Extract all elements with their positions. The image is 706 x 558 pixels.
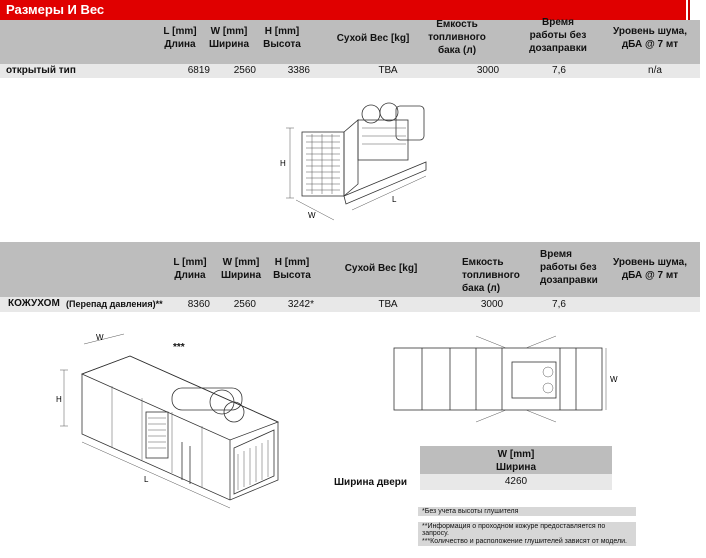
table2-row-width: 2560 <box>233 299 256 310</box>
table2-header-noise: Уровень шума, дБА @ 7 мт <box>613 257 687 281</box>
table2-row-height: 3242* <box>287 299 314 310</box>
footnote-2: **Информация о проходном кожуре предоста… <box>418 522 636 538</box>
table1-header-weight: Сухой Вес [kg] <box>336 33 410 44</box>
table2-header-runtime: Время работы без дозаправки <box>540 249 598 286</box>
table2-header-weight: Сухой Вес [kg] <box>344 263 418 274</box>
topview-w-label: W <box>610 375 618 384</box>
page-title: Размеры И Вес <box>6 2 105 17</box>
table1-header-width: W [mm] Ширина <box>208 26 250 50</box>
table2-row-length: 8360 <box>187 299 210 310</box>
drawing-h-label: H <box>280 159 286 168</box>
door-row <box>420 474 612 490</box>
table1-header-noise: Уровень шума, дБА @ 7 мт <box>613 26 687 50</box>
table2-row <box>0 297 700 312</box>
table2-row-label: КОЖУХОМ <box>8 298 60 309</box>
title-bar-edge <box>688 0 690 20</box>
drawing-l-label: L <box>392 195 397 204</box>
table2-header-width: W [mm] Ширина <box>220 257 262 281</box>
door-value: 4260 <box>504 476 528 487</box>
table2-row-runtime: 7,6 <box>552 299 566 310</box>
canopy-l-label: L <box>144 475 149 484</box>
door-header: W [mm] Ширина <box>495 449 537 473</box>
table2-row-weight: ТВА <box>378 299 398 310</box>
door-label: Ширина двери <box>334 477 408 488</box>
table1-row-label: открытый тип <box>6 65 76 76</box>
table1-row-noise: n/a <box>648 65 662 76</box>
table1-header-runtime: Время работы без дозаправки <box>529 17 587 54</box>
open-generator-drawing: H W L <box>280 102 427 221</box>
table1-row-tank: 3000 <box>476 65 500 76</box>
table1-header <box>0 20 700 64</box>
table2-header <box>0 242 700 297</box>
table1-row-height: 3386 <box>287 65 310 76</box>
table2-row-tank: 3000 <box>480 299 504 310</box>
footnote-3: ***Количество и расположение глушителей … <box>418 537 636 546</box>
title-bar <box>0 0 686 20</box>
table1-row-runtime: 7,6 <box>552 65 566 76</box>
canopy-top-view-drawing: W <box>393 335 618 423</box>
table1-row-length: 6819 <box>187 65 210 76</box>
table1-header-tank: Емкость топливного бака (л) <box>428 19 486 56</box>
canopy-h-label: H <box>56 395 62 404</box>
table1-row-weight: ТВА <box>378 65 398 76</box>
door-table-header <box>420 446 612 474</box>
canopy-generator-drawing: H W L <box>56 333 280 509</box>
canopy-w-label: W <box>96 333 104 342</box>
table1-header-length: L [mm] Длина <box>163 26 197 50</box>
table2-row-sublabel: (Перепад давления)** <box>66 299 163 309</box>
table1-row-width: 2560 <box>233 65 256 76</box>
table2-header-length: L [mm] Длина <box>173 257 207 281</box>
drawing-w-label: W <box>308 211 316 220</box>
silencer-note-mark: *** <box>173 342 185 353</box>
table1-row <box>0 64 700 78</box>
table2-header-height: H [mm] Высота <box>273 257 311 281</box>
footnote-1: *Без учета высоты глушителя <box>418 507 636 516</box>
table1-header-height: H [mm] Высота <box>263 26 301 50</box>
table2-header-tank: Емкость топливного бака (л) <box>462 257 520 294</box>
